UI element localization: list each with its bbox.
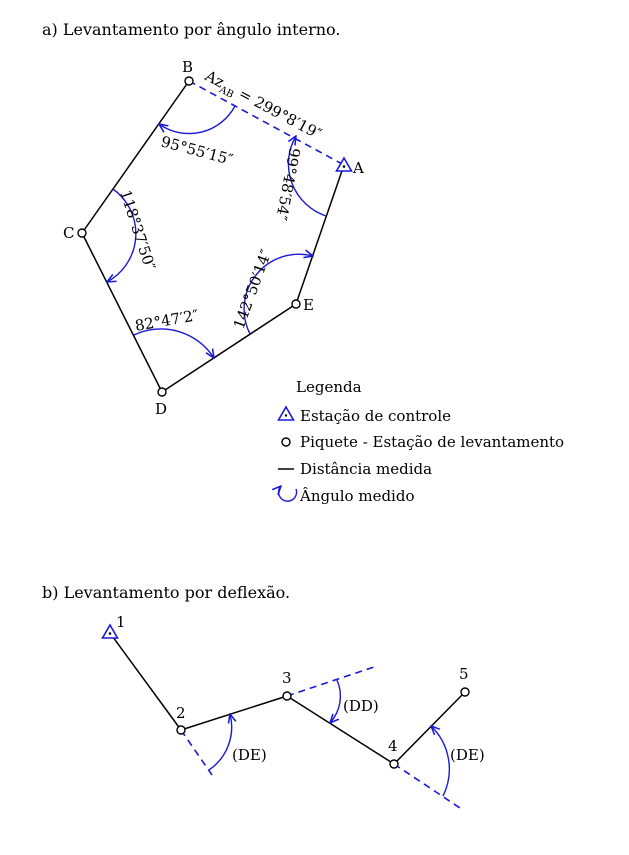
station-a	[335, 156, 353, 172]
point-label-c: C	[63, 224, 74, 242]
point-label-5: 5	[459, 665, 469, 683]
peg-2	[176, 725, 186, 735]
peg-3	[282, 691, 292, 701]
angle-arcs-a	[107, 105, 327, 358]
station-1	[101, 623, 119, 639]
extension-line-3	[286, 665, 378, 697]
angle-arc-b	[159, 105, 236, 135]
peg-5	[460, 687, 470, 697]
deflection-arc-4	[431, 726, 450, 797]
legend-title: Legenda	[296, 378, 362, 396]
legend-item-station: Estação de controle	[300, 407, 451, 425]
angle-label-d: 82°47′2″	[134, 306, 201, 335]
angle-label-b: 95°55′15″	[159, 132, 235, 169]
deflection-arc-3	[330, 679, 342, 723]
point-label-2: 2	[176, 704, 186, 722]
angle-label-c: 118°37′50″	[116, 188, 159, 273]
edge-c-d	[81, 232, 163, 393]
point-label-d: D	[155, 400, 167, 418]
angle-label-e: 142°50′14″	[230, 247, 276, 332]
legend: Legenda Estação de controle Piquete - Es…	[278, 378, 564, 505]
edge-3-4	[286, 695, 395, 765]
peg-circle-icon	[281, 437, 291, 447]
station-triangle-icon	[101, 623, 119, 639]
peg-4	[389, 759, 399, 769]
legend-item-angle: Ângulo medido	[299, 487, 415, 505]
azimuth-reference-line	[188, 80, 345, 166]
point-label-4: 4	[388, 737, 398, 755]
edge-2-3	[180, 695, 288, 731]
point-label-1: 1	[116, 613, 126, 631]
section-a-title: a) Levantamento por ângulo interno.	[42, 20, 340, 39]
peg-e	[291, 299, 301, 309]
point-label-e: E	[303, 296, 314, 314]
edge-4-5	[393, 691, 466, 765]
angle-arc-c	[107, 188, 137, 282]
deflection-label-3: (DD)	[343, 697, 379, 715]
point-label-b: B	[182, 58, 193, 76]
extension-line-4	[393, 763, 461, 809]
edge-1-2	[109, 632, 182, 731]
edge-b-c	[81, 80, 190, 234]
deflection-label-2: (DE)	[232, 746, 267, 764]
angle-arc-a	[288, 136, 327, 217]
point-label-3: 3	[282, 669, 292, 687]
angle-arc-e	[243, 254, 313, 335]
peg-d	[157, 387, 167, 397]
angle-arc-d	[133, 328, 214, 358]
angle-label-a: 99°48′54″	[272, 146, 304, 222]
deflection-arc-2	[208, 714, 232, 771]
deflection-label-4: (DE)	[450, 746, 485, 764]
section-b-title: b) Levantamento por deflexão.	[42, 583, 290, 602]
extension-line-2	[180, 729, 213, 776]
angle-arc-icon	[279, 486, 298, 502]
legend-item-peg: Piquete - Estação de levantamento	[300, 433, 564, 451]
deflection-arcs-b	[208, 679, 450, 797]
station-triangle-icon	[335, 156, 353, 172]
extension-lines-b	[180, 665, 461, 809]
edge-e-a	[295, 164, 345, 305]
station-triangle-icon	[277, 405, 295, 421]
peg-b	[184, 76, 194, 86]
point-label-a: A	[352, 159, 364, 177]
edge-d-e	[161, 303, 297, 393]
legend-item-distance: Distância medida	[300, 460, 432, 478]
traverse-polygon-a	[81, 80, 345, 393]
azimuth-label: AzAB = 299°8′19″	[200, 66, 325, 146]
peg-c	[77, 228, 87, 238]
